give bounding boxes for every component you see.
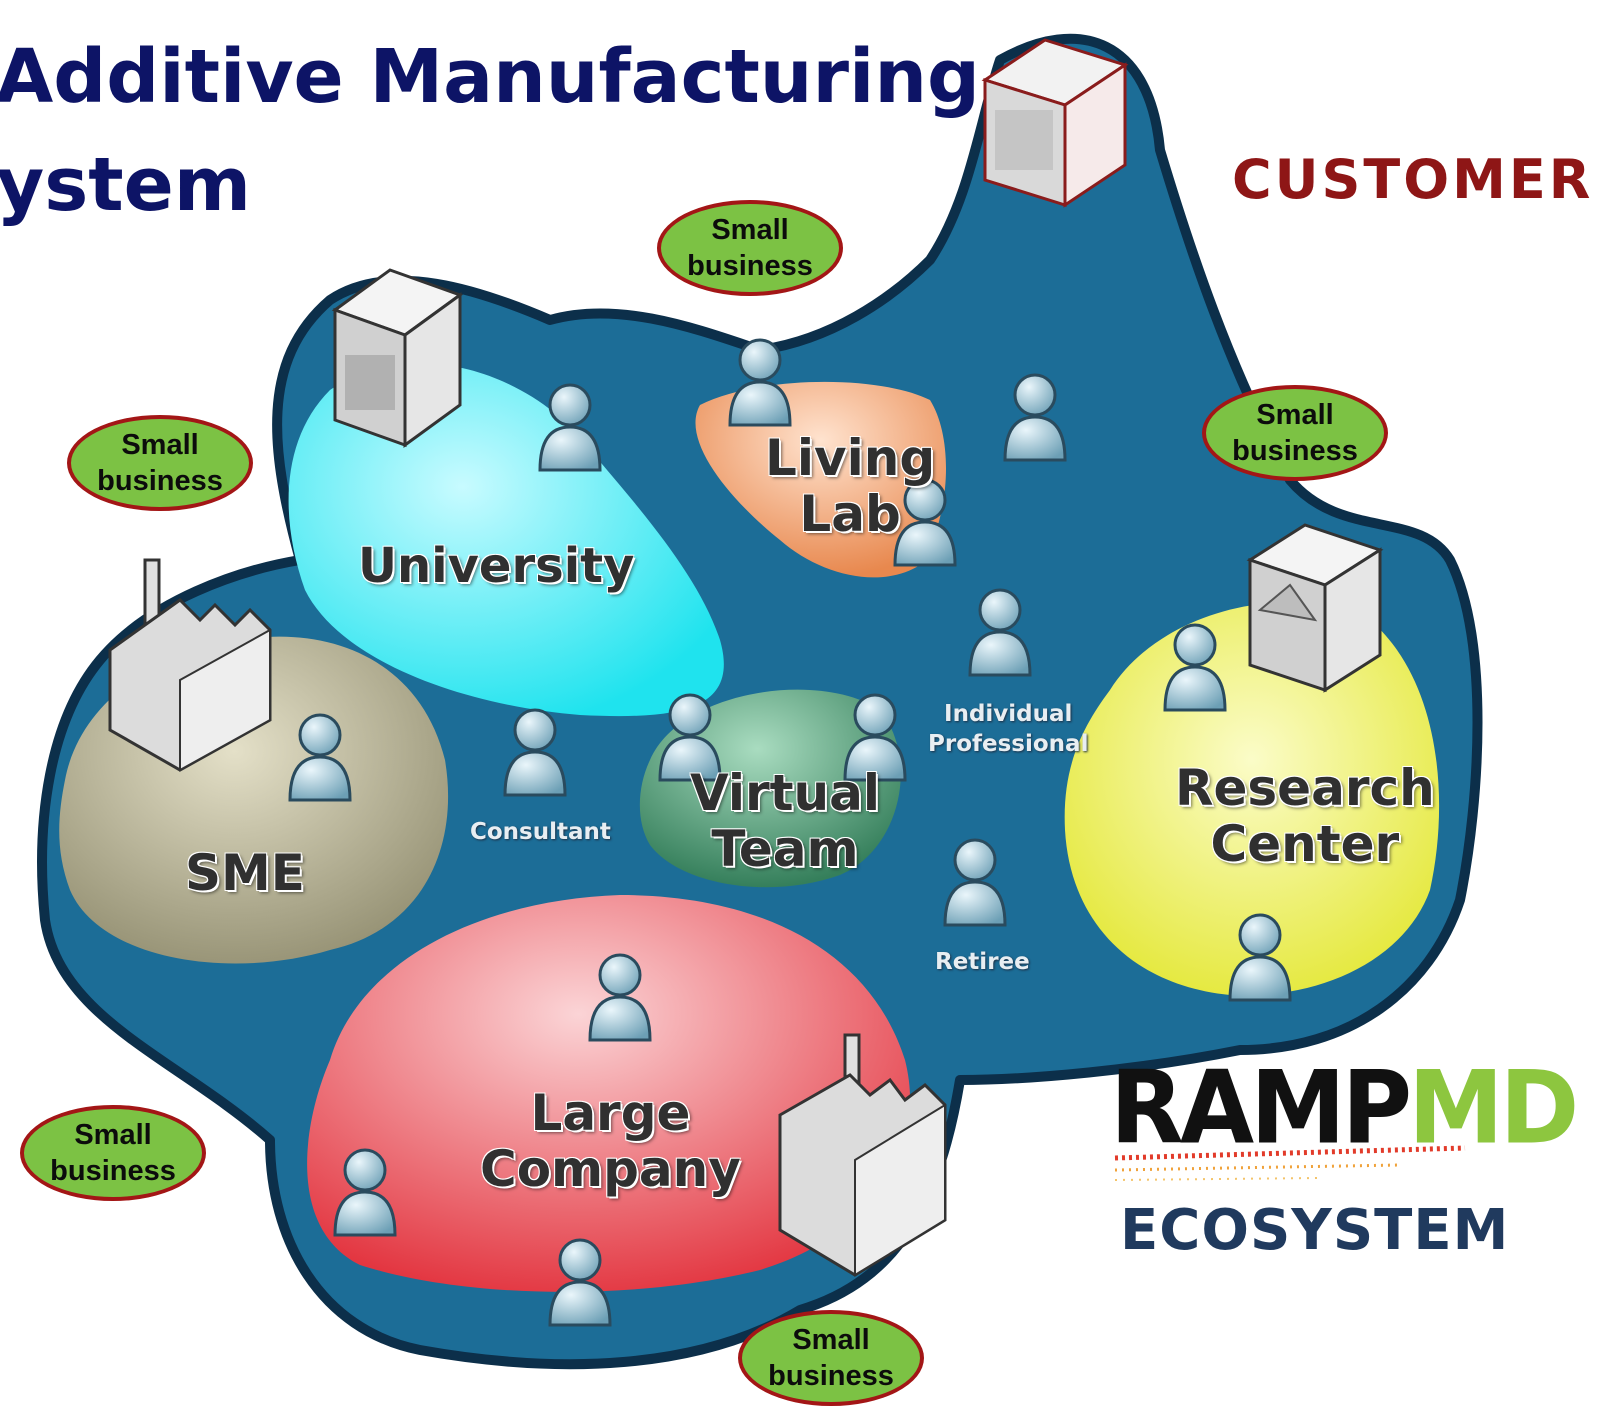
customer-label: CUSTOMER (1232, 148, 1594, 211)
small-business-label: Small business (768, 1323, 894, 1392)
person-icon (538, 383, 602, 472)
large-company-label: Large Company (480, 1084, 741, 1198)
person-icon (333, 1148, 397, 1237)
large-company-region (307, 895, 911, 1292)
person-icon (728, 338, 792, 427)
person-icon (943, 838, 1007, 927)
ecosystem-label: ECOSYSTEM (1120, 1198, 1510, 1263)
person-icon (588, 953, 652, 1042)
research-center-region (1064, 602, 1440, 996)
consultant-label: Consultant (470, 819, 611, 845)
retiree-label: Retiree (935, 949, 1030, 975)
office-building-icon (981, 38, 1129, 208)
small-business-label: Small business (1232, 398, 1358, 467)
person-icon (658, 693, 722, 782)
sme-label: SME (185, 844, 305, 902)
research-center-label: Research Center (1175, 759, 1435, 873)
person-icon (893, 478, 957, 567)
factory-icon (108, 558, 272, 772)
person-icon (288, 713, 352, 802)
virtual-team-label: Virtual Team (690, 764, 880, 878)
person-icon (1003, 373, 1067, 462)
person-icon (503, 708, 567, 797)
small-business-label: Small business (97, 428, 223, 497)
university-region (288, 363, 724, 717)
small-business-bubble: Small business (1202, 385, 1388, 481)
rampmd-logo-ramp: RAMP (1110, 1049, 1412, 1167)
university-label: University (358, 538, 635, 594)
small-business-bubble: Small business (657, 200, 843, 296)
office-building-icon (331, 268, 464, 448)
small-business-bubble: Small business (738, 1310, 924, 1406)
factory-icon (778, 1033, 947, 1277)
bank-building-icon (1246, 523, 1384, 693)
page-title-line-2: ystem (0, 142, 251, 228)
person-icon (843, 693, 907, 782)
living-lab-region (695, 381, 947, 578)
person-icon (968, 588, 1032, 677)
rampmd-logo: RAMPMD (1110, 1058, 1579, 1159)
individual-professional-label: Individual Professional (928, 701, 1089, 757)
page-title-line-1: Additive Manufacturing (0, 34, 981, 120)
small-business-bubble: Small business (67, 415, 253, 511)
living-lab-label: Living Lab (765, 429, 936, 543)
small-business-label: Small business (687, 213, 813, 282)
person-icon (548, 1238, 612, 1327)
small-business-label: Small business (50, 1118, 176, 1187)
small-business-bubble: Small business (20, 1105, 206, 1201)
rampmd-logo-md: MD (1408, 1049, 1579, 1167)
person-icon (1163, 623, 1227, 712)
brand-underline (1114, 1145, 1466, 1181)
person-icon (1228, 913, 1292, 1002)
